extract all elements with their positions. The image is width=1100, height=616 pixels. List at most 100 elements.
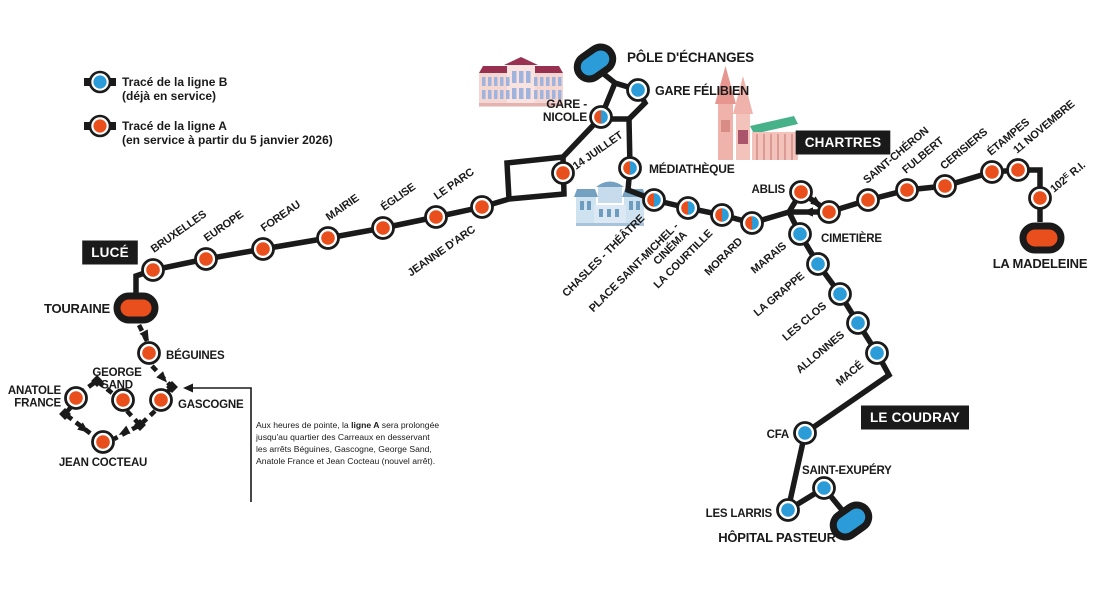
stop-saint-exupery [812,476,836,500]
legend-line-a-subtitle: (en service à partir du 5 janvier 2026) [122,133,333,147]
stop-label-gare-nicole: GARE -NICOLE [543,97,587,124]
stop-dot [199,252,213,266]
legend-item-line-b: Tracé de la ligne B (déjà en service) [84,70,228,103]
stop-dot [793,227,807,241]
stop-dot [69,391,83,405]
terminal-la-madeleine: LA MADELEINE [993,222,1088,271]
terminal-pill-touraine [113,292,159,324]
city-box-le-coudray [860,405,970,430]
legend-line-b-title: Tracé de la ligne B [122,75,228,89]
stop-bruxelles [141,258,165,282]
stop-dot [475,200,489,214]
terminal-pill-hopital-pasteur [829,501,873,541]
stop-label-les-larris: LES LARRIS [706,508,773,520]
dashed-route-george-sand-anatole [82,378,114,395]
stop-mairie [316,226,340,250]
city-name-luce: LUCÉ [91,245,129,260]
stop-george-sand [111,388,135,412]
stop-gascogne [149,388,173,412]
note-connector-line [186,387,252,502]
stop-label-gare-felibien: GARE FÉLIBIEN [655,83,749,98]
stop-dot-line-b [688,201,695,215]
stop-dot-line-a [647,193,654,207]
stop-morard [740,211,764,235]
theater-illustration [574,181,646,226]
stop-la-grappe [806,252,830,276]
stop-dot [798,426,812,440]
stop-label-cfa: CFA [767,429,789,441]
terminal-label-touraine: TOURAINE [44,301,111,316]
stop-etampes [980,160,1004,184]
note-line-4: Anatole France et Jean Cocteau (nouvel a… [256,456,435,466]
stop-dot [985,165,999,179]
terminal-pill-la-madeleine [1019,222,1065,254]
stop-dot [938,179,952,193]
direction-arrow-icon [77,422,89,433]
stop-gare-nicole [589,105,613,129]
stop-cfa [793,421,817,445]
stop-le-parc [424,205,448,229]
city-label-le-coudray: LE COUDRAY [860,405,970,430]
stop-label-saint-exupery: SAINT-EXUPÉRY [802,464,892,477]
stop-11-novembre [1006,158,1030,182]
stop-dot [116,393,130,407]
note-arrow-icon [183,383,193,393]
stop-label-mace: MACÉ [833,358,866,388]
building-illustrations [479,57,798,226]
stop-102e-ri [1028,186,1052,210]
stop-label-14-juillet: 14 JUILLET [571,129,626,172]
stop-dot [822,205,836,219]
stop-ablis [789,180,813,204]
stop-dot [154,393,168,407]
stop-dot [811,257,825,271]
stop-label-cimetiere: CIMETIÈRE [821,232,882,245]
stop-dot [781,503,795,517]
city-label-chartres: CHARTRES [795,130,891,155]
stop-dot-line-a [681,201,688,215]
stop-dot [429,210,443,224]
stop-dot [900,183,914,197]
stop-mace [865,341,889,365]
legend-item-line-a: Tracé de la ligne A (en service à partir… [84,114,333,147]
stop-dot-line-a [745,216,752,230]
terminal-label-hopital-pasteur: HÔPITAL PASTEUR [718,530,836,545]
stop-dot [833,287,847,301]
stop-label-allonnes: ALLONNES [794,329,847,376]
stop-jeanne-d-arc [470,195,494,219]
stop-jean-cocteau [91,430,115,454]
stop-label-beguines: BÉGUINES [166,349,225,362]
stop-dot-line-b [601,110,608,124]
stop-eglise [371,216,395,240]
stop-dot [851,316,865,330]
stop-gare-felibien [626,78,650,102]
legend-line-b-dot-icon [93,75,107,89]
dashed-route-george-sand-link [125,409,141,426]
stop-label-marais: MARAIS [749,240,789,276]
stop-les-larris [776,498,800,522]
stop-label-le-parc: LE PARC [432,166,477,202]
stop-allonnes [846,311,870,335]
note-line-3: les arrêts Béguines, Gascogne, George Sa… [256,444,432,454]
terminal-hopital-pasteur: HÔPITAL PASTEUR [718,501,873,545]
stop-dot-line-a [623,161,630,175]
terminal-pole-d-echanges: PÔLE D'ÉCHANGES [573,43,754,83]
city-box-luce [82,240,138,265]
city-name-le-coudray: LE COUDRAY [870,410,960,425]
stop-marais [788,222,812,246]
stop-label-europe: EUROPE [202,209,246,245]
stop-label-mediatheque: MÉDIATHÈQUE [649,161,735,176]
stop-label-jean-cocteau: JEAN COCTEAU [59,457,147,469]
stop-dot-line-b [722,208,729,222]
direction-arrow-icon [118,425,131,435]
stop-saint-cheron [856,188,880,212]
stop-cimetiere [817,200,841,224]
terminal-pill-pole-d-echanges [573,43,617,83]
legend-line-b-subtitle: (déjà en service) [122,89,216,103]
stop-label-la-grappe: LA GRAPPE [752,270,807,319]
city-label-luce: LUCÉ [82,240,138,265]
stop-14-juillet [551,161,575,185]
